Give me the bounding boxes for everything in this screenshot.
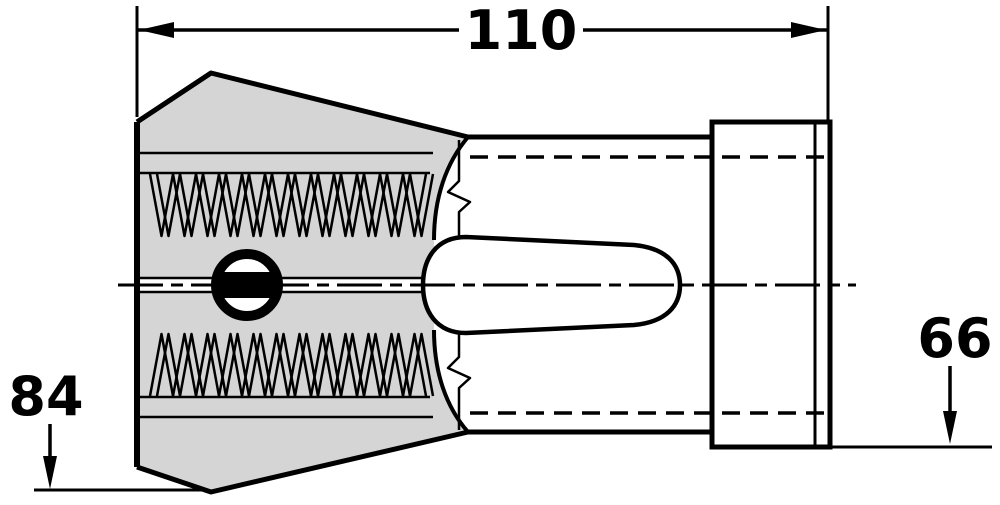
- dimension-body-diameter: 66: [832, 307, 993, 449]
- thread-profile-bottom-1: [148, 332, 428, 398]
- head-bore-curve-bottom: [432, 329, 470, 434]
- thread-profile-top-2: [155, 172, 435, 238]
- head-outline-top: [135, 70, 469, 140]
- thread-profile-top-1: [148, 172, 428, 238]
- dimension-overall-length: 110: [135, 0, 830, 120]
- head-diameter-label: 84: [8, 365, 83, 428]
- arrowhead-down: [43, 456, 57, 489]
- break-line-top: [446, 140, 472, 238]
- arrowhead-down: [943, 411, 957, 444]
- head-outline-bottom: [136, 429, 469, 495]
- overall-length-label: 110: [465, 0, 578, 62]
- dimension-label-background: [459, 6, 583, 54]
- arrowhead-right: [791, 22, 826, 38]
- head-bore-curve-top: [432, 135, 470, 241]
- break-line-bottom: [446, 331, 472, 430]
- collet-head-section: [134, 70, 470, 495]
- collet-body: [420, 134, 712, 435]
- body-diameter-label: 66: [917, 307, 992, 370]
- dimension-head-diameter: 84: [8, 365, 208, 492]
- thread-profile-bottom-2: [155, 332, 435, 398]
- keyway-slot: [420, 234, 683, 336]
- arrowhead-left: [139, 22, 174, 38]
